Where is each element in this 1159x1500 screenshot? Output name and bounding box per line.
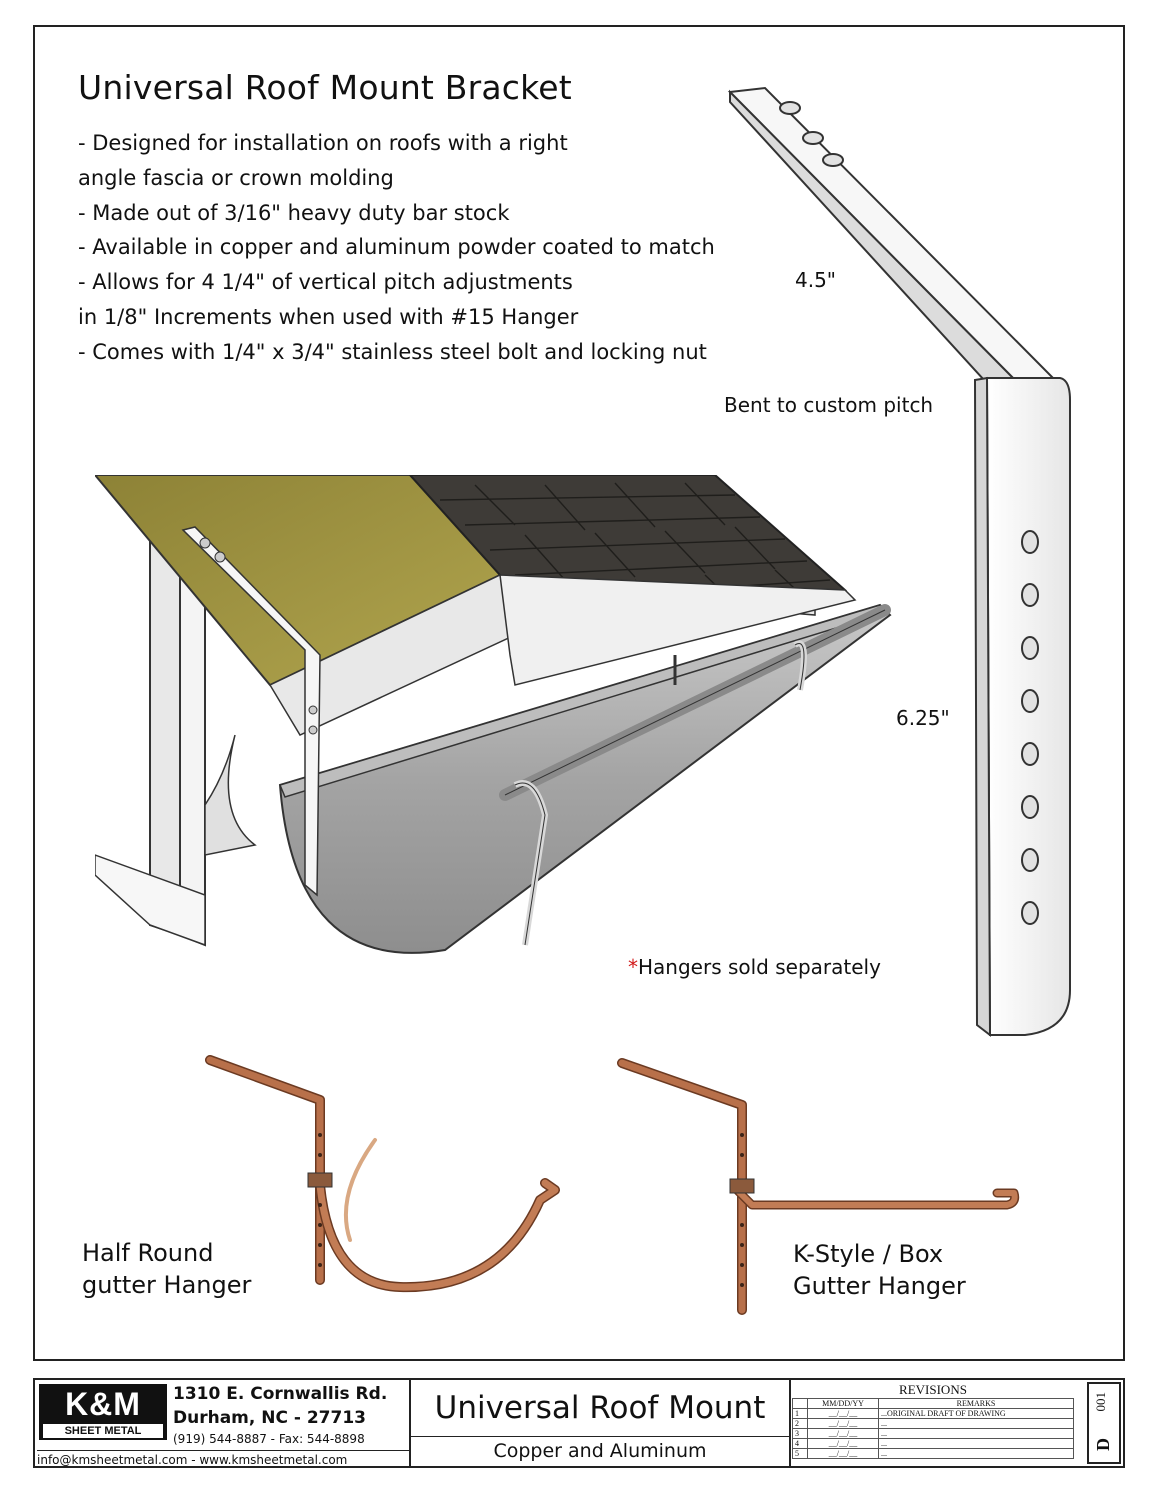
rev-date: __/__/__ (807, 1408, 879, 1419)
rev-remark: ... (878, 1428, 1074, 1439)
half-round-hanger-drawing (205, 1055, 560, 1293)
feature-line: - Comes with 1/4" x 3/4" stainless steel… (78, 339, 707, 364)
title-block: K&M SHEET METAL 1310 E. Cornwallis Rd. D… (33, 1378, 1125, 1468)
revision-row: 2 __/__/__ ... (792, 1418, 1074, 1429)
address-line-2: Durham, NC - 27713 (173, 1408, 367, 1428)
feature-line: - Allows for 4 1/4" of vertical pitch ad… (78, 270, 573, 295)
note-asterisk: * (628, 955, 638, 979)
revision-row: 1 __/__/__ ...ORIGINAL DRAFT OF DRAWING (792, 1408, 1074, 1419)
divider (409, 1380, 411, 1466)
dimension-top: 4.5" (795, 268, 837, 292)
col-remarks-header: REMARKS (878, 1398, 1074, 1409)
bracket-drawing (727, 86, 1071, 1038)
company-logo: K&M SHEET METAL (39, 1384, 167, 1440)
feature-line: in 1/8" Increments when used with #15 Ha… (78, 304, 579, 329)
rev-num: 2 (792, 1418, 808, 1429)
feature-list: - Designed for installation on roofs wit… (78, 126, 715, 370)
sheet-letter: D (1093, 1438, 1113, 1451)
drawing-subtitle: Copper and Aluminum (493, 1440, 707, 1462)
dimension-side: 6.25" (896, 706, 950, 730)
rev-date: __/__/__ (807, 1428, 879, 1439)
contact-web: info@kmsheetmetal.com - www.kmsheetmetal… (37, 1450, 409, 1467)
rev-remark: ... (878, 1438, 1074, 1449)
k-style-caption: K-Style / Box Gutter Hanger (793, 1238, 966, 1302)
revision-row: 3 __/__/__ ... (792, 1428, 1074, 1439)
feature-line: - Designed for installation on roofs wit… (78, 131, 568, 155)
drawing-title: Universal Roof Mount (434, 1390, 766, 1426)
rev-num: 1 (792, 1408, 808, 1419)
rev-remark: ... (878, 1418, 1074, 1429)
revision-row: 5 __/__/__ ... (792, 1448, 1074, 1459)
sheet-id-box: 001 D (1087, 1382, 1121, 1464)
divider (789, 1380, 791, 1466)
bend-label: Bent to custom pitch (724, 393, 934, 417)
caption-line: K-Style / Box (793, 1240, 944, 1268)
logo-text: SHEET METAL (43, 1424, 163, 1438)
roof-gutter-illustration (95, 475, 892, 954)
page-title: Universal Roof Mount Bracket (78, 68, 572, 107)
col-date-header: MM/DD/YY (807, 1398, 879, 1409)
revisions-table: REVISIONS MM/DD/YY REMARKS 1 __/__/__ ..… (792, 1382, 1074, 1459)
caption-line: gutter Hanger (82, 1271, 252, 1299)
sheet-number: 001 (1093, 1392, 1108, 1412)
feature-line: - Made out of 3/16" heavy duty bar stock (78, 200, 510, 225)
feature-line: - Available in copper and aluminum powde… (78, 235, 715, 260)
rev-remark: ...ORIGINAL DRAFT OF DRAWING (878, 1408, 1074, 1419)
revisions-heading: REVISIONS (899, 1382, 967, 1397)
address-line-1: 1310 E. Cornwallis Rd. (173, 1384, 388, 1404)
rev-date: __/__/__ (807, 1448, 879, 1459)
feature-line: angle fascia or crown molding (78, 165, 394, 190)
half-round-caption: Half Round gutter Hanger (82, 1237, 251, 1301)
revision-row: 4 __/__/__ ... (792, 1438, 1074, 1449)
rev-date: __/__/__ (807, 1438, 879, 1449)
logo-mark: K&M (65, 1386, 141, 1422)
phone-fax: (919) 544-8887 - Fax: 544-8898 (173, 1432, 365, 1446)
rev-date: __/__/__ (807, 1418, 879, 1429)
rev-num: 5 (792, 1448, 808, 1459)
caption-line: Gutter Hanger (793, 1272, 966, 1300)
rev-num: 4 (792, 1438, 808, 1449)
divider (411, 1436, 789, 1437)
caption-line: Half Round (82, 1239, 214, 1267)
note-text: Hangers sold separately (638, 955, 881, 979)
rev-num: 3 (792, 1428, 808, 1439)
k-style-hanger-drawing (617, 1058, 1020, 1315)
drawing-frame (33, 25, 1125, 1361)
hangers-note: *Hangers sold separately (628, 955, 881, 979)
rev-remark: ... (878, 1448, 1074, 1459)
